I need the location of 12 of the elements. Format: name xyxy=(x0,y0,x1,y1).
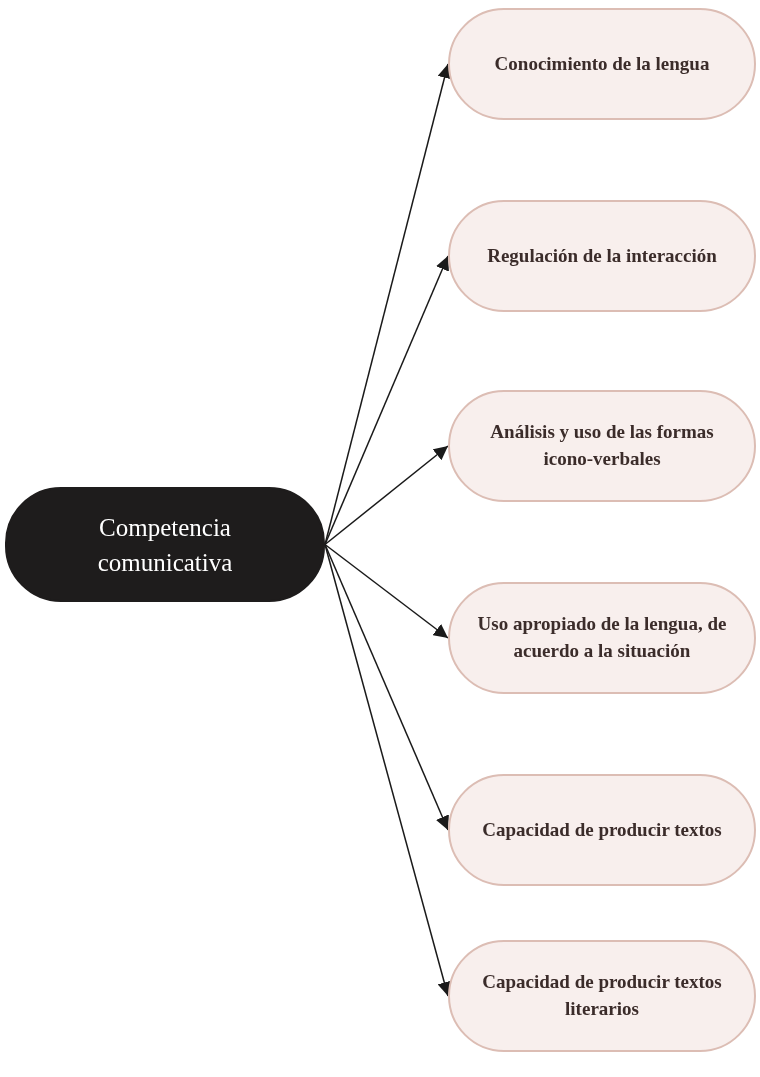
arrow xyxy=(324,543,449,831)
arrow xyxy=(324,445,449,546)
node-text: Capacidad de producir textos xyxy=(482,817,722,842)
arrow xyxy=(324,543,449,639)
node-text: Capacidad de producir textos literarios xyxy=(481,970,723,1021)
node-text: Conocimiento de la lengua xyxy=(494,51,710,76)
node-text: Regulación de la interacción xyxy=(487,243,717,268)
arrow xyxy=(324,543,452,997)
arrow xyxy=(324,255,449,546)
node-text: Uso apropiado de la lengua, de acuerdo a la situación xyxy=(476,612,728,663)
node-text: Competencia comunicativa xyxy=(96,512,234,578)
node-text: Análisis y uso de las formas icono-verbales xyxy=(489,420,715,471)
